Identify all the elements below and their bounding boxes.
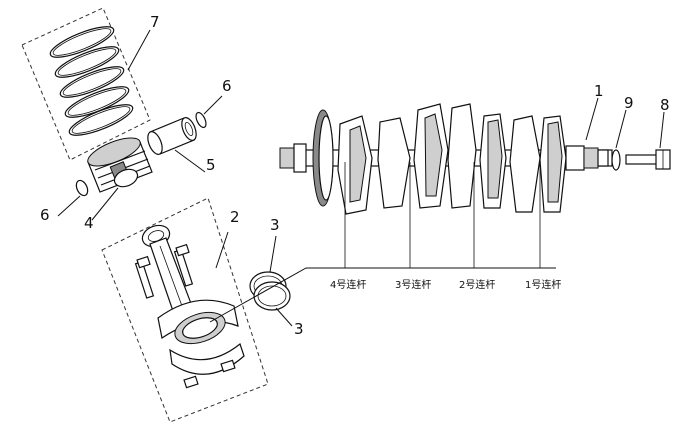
callout-6b: 6: [222, 77, 232, 95]
ring-set-box: [21, 7, 151, 161]
callout-8: 8: [660, 96, 670, 114]
rod-label-2: 2号连杆: [459, 278, 495, 291]
callout-4: 4: [84, 214, 94, 232]
callout-3b: 3: [294, 320, 304, 338]
leader-8: [659, 111, 665, 149]
callout-7: 7: [150, 13, 160, 31]
rod-label-1: 1号连杆: [525, 278, 561, 291]
bearing-shells: [249, 271, 291, 311]
callout-2: 2: [230, 208, 240, 226]
callout-1: 1: [594, 82, 604, 100]
snap-ring-right: [195, 111, 207, 129]
callout-5: 5: [206, 156, 216, 174]
crank-bolt: [625, 149, 671, 170]
leader-3b: [275, 307, 293, 327]
leader-2: [215, 231, 229, 269]
callout-9: 9: [624, 94, 634, 112]
piston-pin: [147, 117, 197, 155]
leader-1: [585, 97, 599, 141]
leader-6a: [57, 195, 81, 217]
crankshaft: [279, 103, 613, 215]
callout-6a: 6: [40, 206, 50, 224]
leader-3a: [269, 235, 277, 273]
piston: [87, 137, 153, 193]
connecting-rod: [134, 224, 245, 389]
piston-rings: [49, 26, 134, 136]
leader-5: [174, 149, 206, 173]
leader-6b: [203, 95, 223, 115]
rod-position-markers: [344, 162, 541, 268]
leader-9: [615, 109, 627, 149]
rod-label-4: 4号连杆: [330, 278, 366, 291]
leader-4: [91, 187, 119, 221]
rod-label-leader: [209, 267, 556, 323]
callout-3a: 3: [270, 216, 280, 234]
washer: [611, 149, 621, 171]
snap-ring-left: [75, 179, 89, 197]
rod-box: [101, 197, 269, 423]
leader-7: [127, 29, 151, 71]
rod-label-3: 3号连杆: [395, 278, 431, 291]
